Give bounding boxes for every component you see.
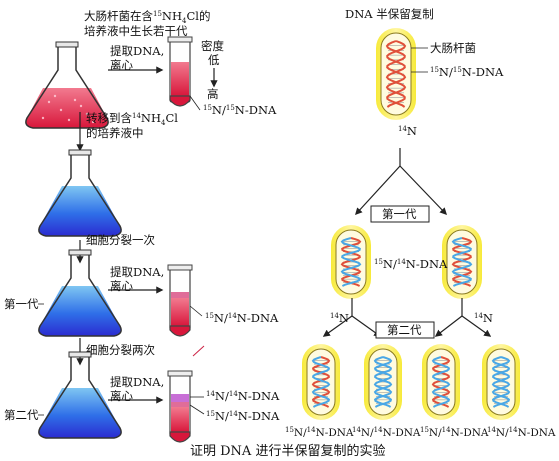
second-gen-box-label: 第二代 xyxy=(387,323,422,337)
second-gen-bacterium-1 xyxy=(302,344,340,420)
gen2-label-3: 15N/14N-DNA xyxy=(420,426,489,439)
gen2-label-1: 15N/14N-DNA xyxy=(285,426,354,439)
flask-15n-medium xyxy=(25,41,109,129)
gen2-label-2: 14N/14N-DNA xyxy=(352,426,421,439)
density-low: 低 xyxy=(208,53,220,67)
transfer-caption-line1: 转移到含14NH4Cl xyxy=(86,111,178,127)
flask-second-generation xyxy=(38,351,122,439)
extract-label-3b: 离心 xyxy=(110,389,133,403)
gen-one-label-left: 第一代 xyxy=(4,297,39,311)
figure-caption: 证明 DNA 进行半保留复制的实验 xyxy=(190,443,385,459)
test-tube-3 xyxy=(167,370,193,443)
n14-label-right: 14N xyxy=(474,311,493,325)
n14-label-left: 14N xyxy=(330,311,349,325)
gen2-label-4: 14N/14N-DNA xyxy=(487,426,556,439)
branch-arrow-right xyxy=(399,165,447,216)
n14-label-top: 14N xyxy=(398,124,417,138)
transfer-caption-line2: 的培养液中 xyxy=(86,126,144,140)
extract-label-3a: 提取DNA, xyxy=(110,375,164,389)
band-label-14n14n-left: 14N/14N-DNA xyxy=(206,389,280,403)
second-gen-box xyxy=(375,321,435,339)
branch-arrow-2b xyxy=(351,315,382,337)
first-gen-box-label: 第一代 xyxy=(382,207,417,221)
band-label-15n15n: 15N/15N-DNA xyxy=(203,103,277,117)
first-gen-box xyxy=(370,205,430,223)
second-gen-bacterium-3 xyxy=(422,344,460,420)
division-once-label: 细胞分裂一次 xyxy=(86,233,155,247)
band-pointer-1 xyxy=(189,95,201,111)
flask-first-generation xyxy=(38,249,122,337)
band-label-15n14n-left: 15N/14N-DNA xyxy=(205,311,279,325)
extract-label-1b: 离心 xyxy=(110,58,133,72)
branch-arrow-left xyxy=(355,165,401,216)
extract-label-1a: 提取DNA, xyxy=(110,44,164,58)
right-title: DNA 半保留复制 xyxy=(345,7,434,21)
gen-two-label-left: 第二代 xyxy=(4,408,39,422)
branch-arrow-2a xyxy=(322,315,353,337)
parent-dna-label: 15N/15N-DNA xyxy=(430,65,504,79)
test-tube-1 xyxy=(167,36,193,107)
test-tube-2 xyxy=(167,264,193,337)
bacterium-label: 大肠杆菌 xyxy=(430,41,476,55)
first-gen-bacterium-right xyxy=(442,225,482,299)
extract-label-2b: 离心 xyxy=(110,279,133,293)
parent-bacterium xyxy=(376,28,416,120)
second-gen-bacterium-4 xyxy=(482,344,520,420)
flask-caption-line1: 大肠杆菌在含15NH4Cl的 xyxy=(84,9,210,25)
flask-caption-line2: 培养液中生长若干代 xyxy=(84,24,188,38)
density-high: 高 xyxy=(207,87,219,101)
second-gen-bacterium-2 xyxy=(364,344,402,420)
branch-arrow-2c xyxy=(434,315,463,337)
extract-label-2a: 提取DNA, xyxy=(110,265,164,279)
first-gen-dna-label: 15N/14N-DNA xyxy=(374,257,448,271)
first-gen-bacterium-left xyxy=(331,225,371,299)
flask-14n-medium xyxy=(38,149,122,237)
division-twice-label: 细胞分裂两次 xyxy=(86,343,155,357)
stray-mark xyxy=(192,345,205,357)
branch-arrow-2d xyxy=(461,315,492,337)
density-label: 密度 xyxy=(201,39,224,53)
band-label-15n14n-left-2: 15N/14N-DNA xyxy=(206,409,280,423)
